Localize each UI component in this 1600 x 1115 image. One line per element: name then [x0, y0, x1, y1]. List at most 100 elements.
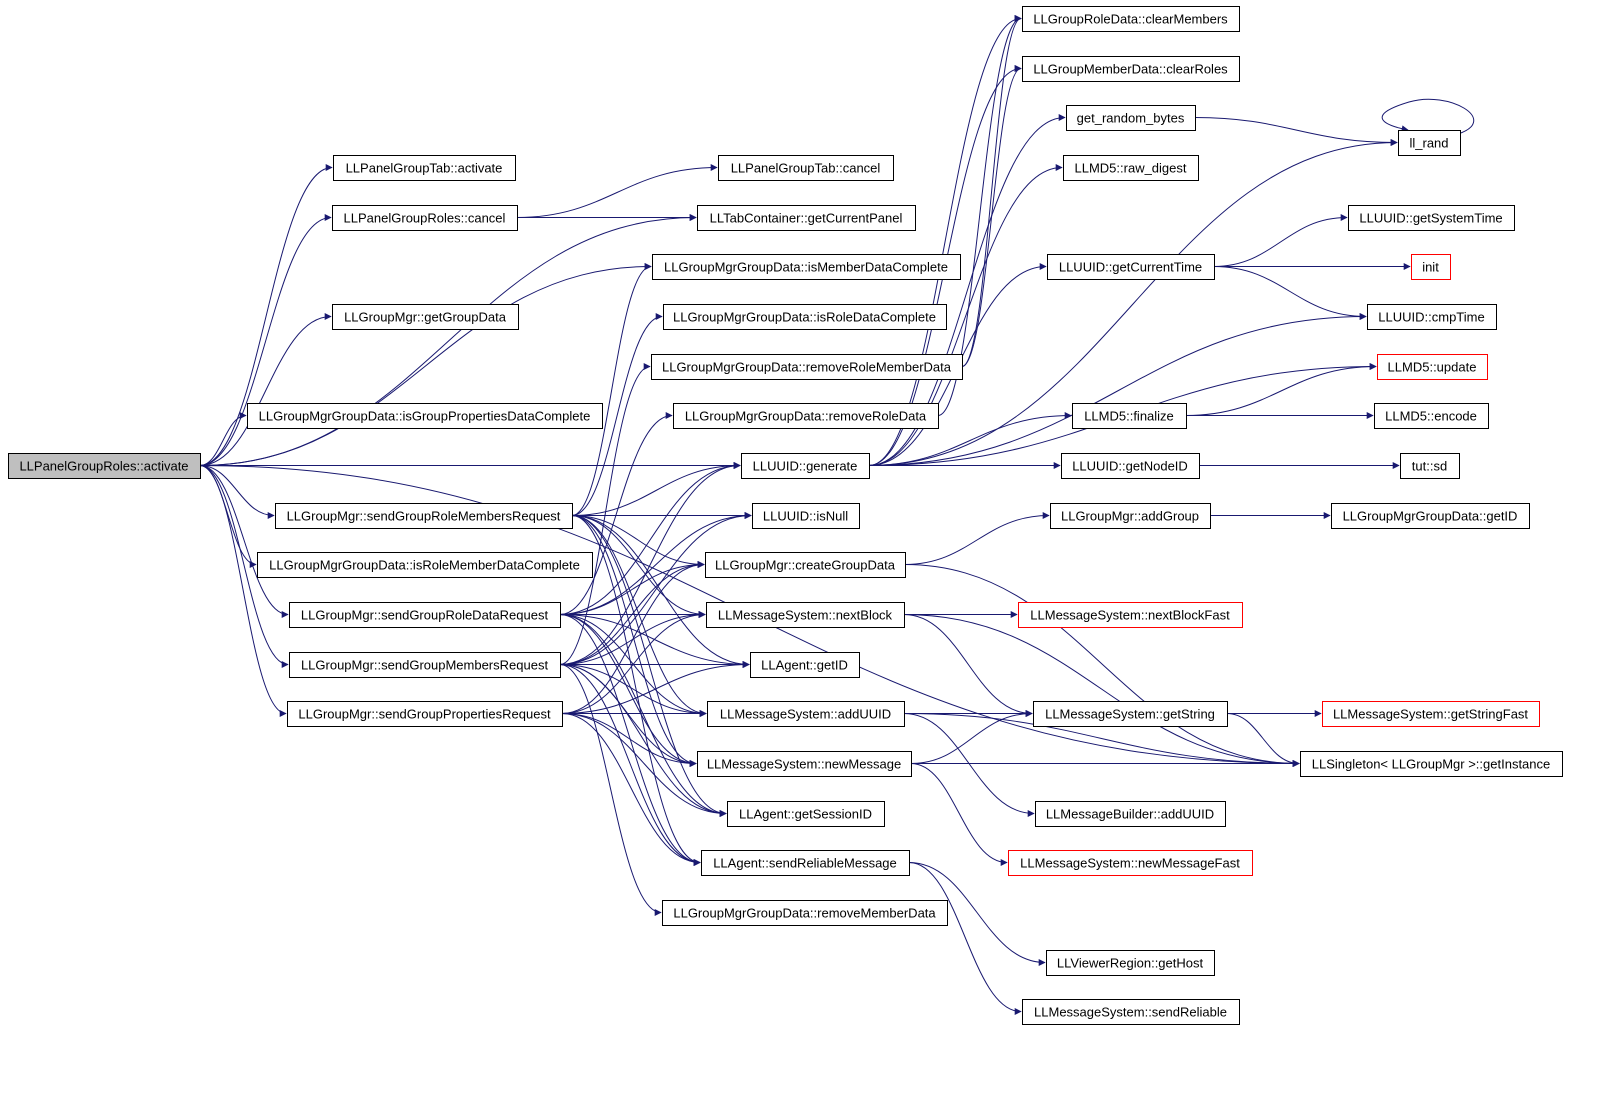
node-box — [1300, 751, 1563, 777]
node-mb-addUUID[interactable]: LLMessageBuilder::addUUID — [1035, 801, 1226, 827]
node-label: LLGroupMgrGroupData::removeMemberData — [673, 906, 936, 921]
call-edge-ms_newMessage-to-ms_newMessageFast — [910, 763, 1008, 866]
node-md5-finalize[interactable]: LLMD5::finalize — [1072, 403, 1187, 429]
node-gm-sendRoleMembers[interactable]: LLGroupMgr::sendGroupRoleMembersRequest — [275, 503, 573, 529]
call-edge-uuid_generate-to-ll_rand — [868, 139, 1398, 466]
node-ms-newMessageFast[interactable]: LLMessageSystem::newMessageFast — [1008, 850, 1253, 876]
node-box — [1322, 701, 1540, 727]
node-box — [289, 602, 561, 628]
node-label: LLGroupMgrGroupData::isGroupPropertiesDa… — [259, 409, 591, 424]
node-box — [275, 503, 573, 529]
node-label: LLMessageSystem::newMessageFast — [1020, 856, 1240, 871]
node-root[interactable]: LLPanelGroupRoles::activate — [8, 453, 201, 479]
call-edge-gm_sendRoleData-to-uuid_generate — [559, 462, 741, 615]
call-edge-gm_sendRoleMembers-to-uuid_generate — [571, 462, 741, 516]
node-singleton-getInstance[interactable]: LLSingleton< LLGroupMgr >::getInstance — [1300, 751, 1563, 777]
node-box — [1035, 801, 1226, 827]
node-box — [1072, 403, 1187, 429]
node-label: LLUUID::getSystemTime — [1359, 211, 1502, 226]
call-edge-gm_sendRoleMembers-to-gmgd_isRole — [571, 313, 663, 516]
node-vr-getHost[interactable]: LLViewerRegion::getHost — [1046, 950, 1215, 976]
call-edge-uuid_generate-to-uuid_cmpTime — [868, 313, 1367, 466]
node-label: LLViewerRegion::getHost — [1057, 956, 1204, 971]
node-ms-newMessage[interactable]: LLMessageSystem::newMessage — [697, 751, 912, 777]
node-agent-sendReliable[interactable]: LLAgent::sendReliableMessage — [701, 850, 910, 876]
node-md5-update[interactable]: LLMD5::update — [1377, 354, 1488, 380]
node-gmgd-removeMember[interactable]: LLGroupMgrGroupData::removeMemberData — [662, 900, 948, 926]
node-agent-getID[interactable]: LLAgent::getID — [750, 652, 860, 678]
call-edge-agent_sendReliable-to-vr_getHost — [908, 862, 1046, 966]
call-edge-uuid_generate-to-md5_raw_digest — [868, 164, 1063, 466]
node-uuid-generate[interactable]: LLUUID::generate — [741, 453, 870, 479]
node-gm-createGroupData[interactable]: LLGroupMgr::createGroupData — [705, 552, 906, 578]
node-pgr-cancel[interactable]: LLPanelGroupRoles::cancel — [332, 205, 518, 231]
node-ms-addUUID[interactable]: LLMessageSystem::addUUID — [707, 701, 905, 727]
node-gmd-clearRoles[interactable]: LLGroupMemberData::clearRoles — [1022, 56, 1240, 82]
node-gmgd-removeRole[interactable]: LLGroupMgrGroupData::removeRoleData — [673, 403, 939, 429]
node-label: LLUUID::generate — [753, 459, 858, 474]
node-gmgd-isGroupProps[interactable]: LLGroupMgrGroupData::isGroupPropertiesDa… — [247, 403, 603, 429]
node-gm-getGroupData[interactable]: LLGroupMgr::getGroupData — [332, 304, 519, 330]
node-init[interactable]: init — [1411, 254, 1451, 280]
call-edge-uuid_generate-to-get_random_bytes — [868, 114, 1066, 466]
node-label: LLGroupRoleData::clearMembers — [1033, 12, 1228, 27]
node-tut-sd[interactable]: tut::sd — [1400, 453, 1460, 479]
node-gm-sendMembers[interactable]: LLGroupMgr::sendGroupMembersRequest — [289, 652, 561, 678]
node-box — [706, 602, 905, 628]
node-ms-sendReliable[interactable]: LLMessageSystem::sendReliable — [1022, 999, 1240, 1025]
node-box — [673, 403, 939, 429]
call-edge-ll_rand-to-ll_rand — [1381, 98, 1474, 135]
node-uuid-getCurrentTime[interactable]: LLUUID::getCurrentTime — [1047, 254, 1215, 280]
node-gmgd-isRoleMember[interactable]: LLGroupMgrGroupData::isRoleMemberDataCom… — [257, 552, 593, 578]
node-label: LLGroupMgr::sendGroupMembersRequest — [301, 658, 549, 673]
node-ms-getStringFast[interactable]: LLMessageSystem::getStringFast — [1322, 701, 1540, 727]
node-gmgd-getID[interactable]: LLGroupMgrGroupData::getID — [1331, 503, 1530, 529]
call-edge-gm_sendRoleMembers-to-agent_sendReliable — [571, 515, 701, 866]
node-ll-rand[interactable]: ll_rand — [1398, 130, 1461, 156]
call-edge-gm_sendProps-to-gm_createGroupData — [561, 561, 705, 714]
node-gm-sendProps[interactable]: LLGroupMgr::sendGroupPropertiesRequest — [287, 701, 563, 727]
call-edge-gm_sendMembers-to-agent_getSessionID — [559, 664, 727, 817]
node-label: LLAgent::getID — [761, 658, 848, 673]
node-box — [1063, 155, 1199, 181]
node-uuid-isNull[interactable]: LLUUID::isNull — [752, 503, 860, 529]
node-gm-sendRoleData[interactable]: LLGroupMgr::sendGroupRoleDataRequest — [289, 602, 561, 628]
call-edge-gm_sendRoleData-to-gmgd_removeRole — [559, 412, 673, 615]
node-uuid-getSystemTime[interactable]: LLUUID::getSystemTime — [1348, 205, 1515, 231]
node-box — [1008, 850, 1253, 876]
node-box — [1033, 701, 1228, 727]
node-uuid-cmpTime[interactable]: LLUUID::cmpTime — [1367, 304, 1497, 330]
node-grd-clearMembers[interactable]: LLGroupRoleData::clearMembers — [1022, 6, 1240, 32]
node-pgt-cancel[interactable]: LLPanelGroupTab::cancel — [718, 155, 894, 181]
node-box — [287, 701, 563, 727]
node-ms-nextBlock[interactable]: LLMessageSystem::nextBlock — [706, 602, 905, 628]
node-agent-getSessionID[interactable]: LLAgent::getSessionID — [727, 801, 885, 827]
call-edge-gm_createGroupData-to-singleton_getInstance — [904, 564, 1300, 767]
node-get-random-bytes[interactable]: get_random_bytes — [1066, 105, 1196, 131]
node-ms-getString[interactable]: LLMessageSystem::getString — [1033, 701, 1228, 727]
node-box — [1348, 205, 1515, 231]
node-uuid-getNodeID[interactable]: LLUUID::getNodeID — [1061, 453, 1200, 479]
node-tab-getPanel[interactable]: LLTabContainer::getCurrentPanel — [697, 205, 916, 231]
call-edge-uuid_generate-to-md5_finalize — [868, 412, 1072, 466]
node-label: LLGroupMgr::sendGroupRoleDataRequest — [301, 608, 549, 623]
node-md5-raw-digest[interactable]: LLMD5::raw_digest — [1063, 155, 1199, 181]
node-box — [1374, 403, 1489, 429]
call-edge-gm_sendRoleData-to-agent_sendReliable — [559, 614, 701, 866]
node-gmgd-removeRoleMember[interactable]: LLGroupMgrGroupData::removeRoleMemberDat… — [651, 354, 963, 380]
call-edge-gm_sendProps-to-agent_getSessionID — [561, 713, 727, 817]
node-ms-nextBlockFast[interactable]: LLMessageSystem::nextBlockFast — [1018, 602, 1243, 628]
call-edge-gm_sendRoleMembers-to-ms_nextBlock — [571, 515, 706, 618]
node-gm-addGroup[interactable]: LLGroupMgr::addGroup — [1050, 503, 1211, 529]
node-md5-encode[interactable]: LLMD5::encode — [1374, 403, 1489, 429]
node-box — [289, 652, 561, 678]
node-box — [1046, 950, 1215, 976]
call-edge-ms_newMessage-to-ms_getString — [910, 710, 1033, 764]
node-gmgd-isMember[interactable]: LLGroupMgrGroupData::isMemberDataComplet… — [652, 254, 961, 280]
node-label: LLMD5::update — [1388, 360, 1477, 375]
node-label: LLGroupMgrGroupData::removeRoleMemberDat… — [662, 360, 952, 375]
node-label: LLGroupMemberData::clearRoles — [1033, 62, 1228, 77]
node-gmgd-isRole[interactable]: LLGroupMgrGroupData::isRoleDataComplete — [663, 304, 947, 330]
node-pgt-activate[interactable]: LLPanelGroupTab::activate — [333, 155, 516, 181]
